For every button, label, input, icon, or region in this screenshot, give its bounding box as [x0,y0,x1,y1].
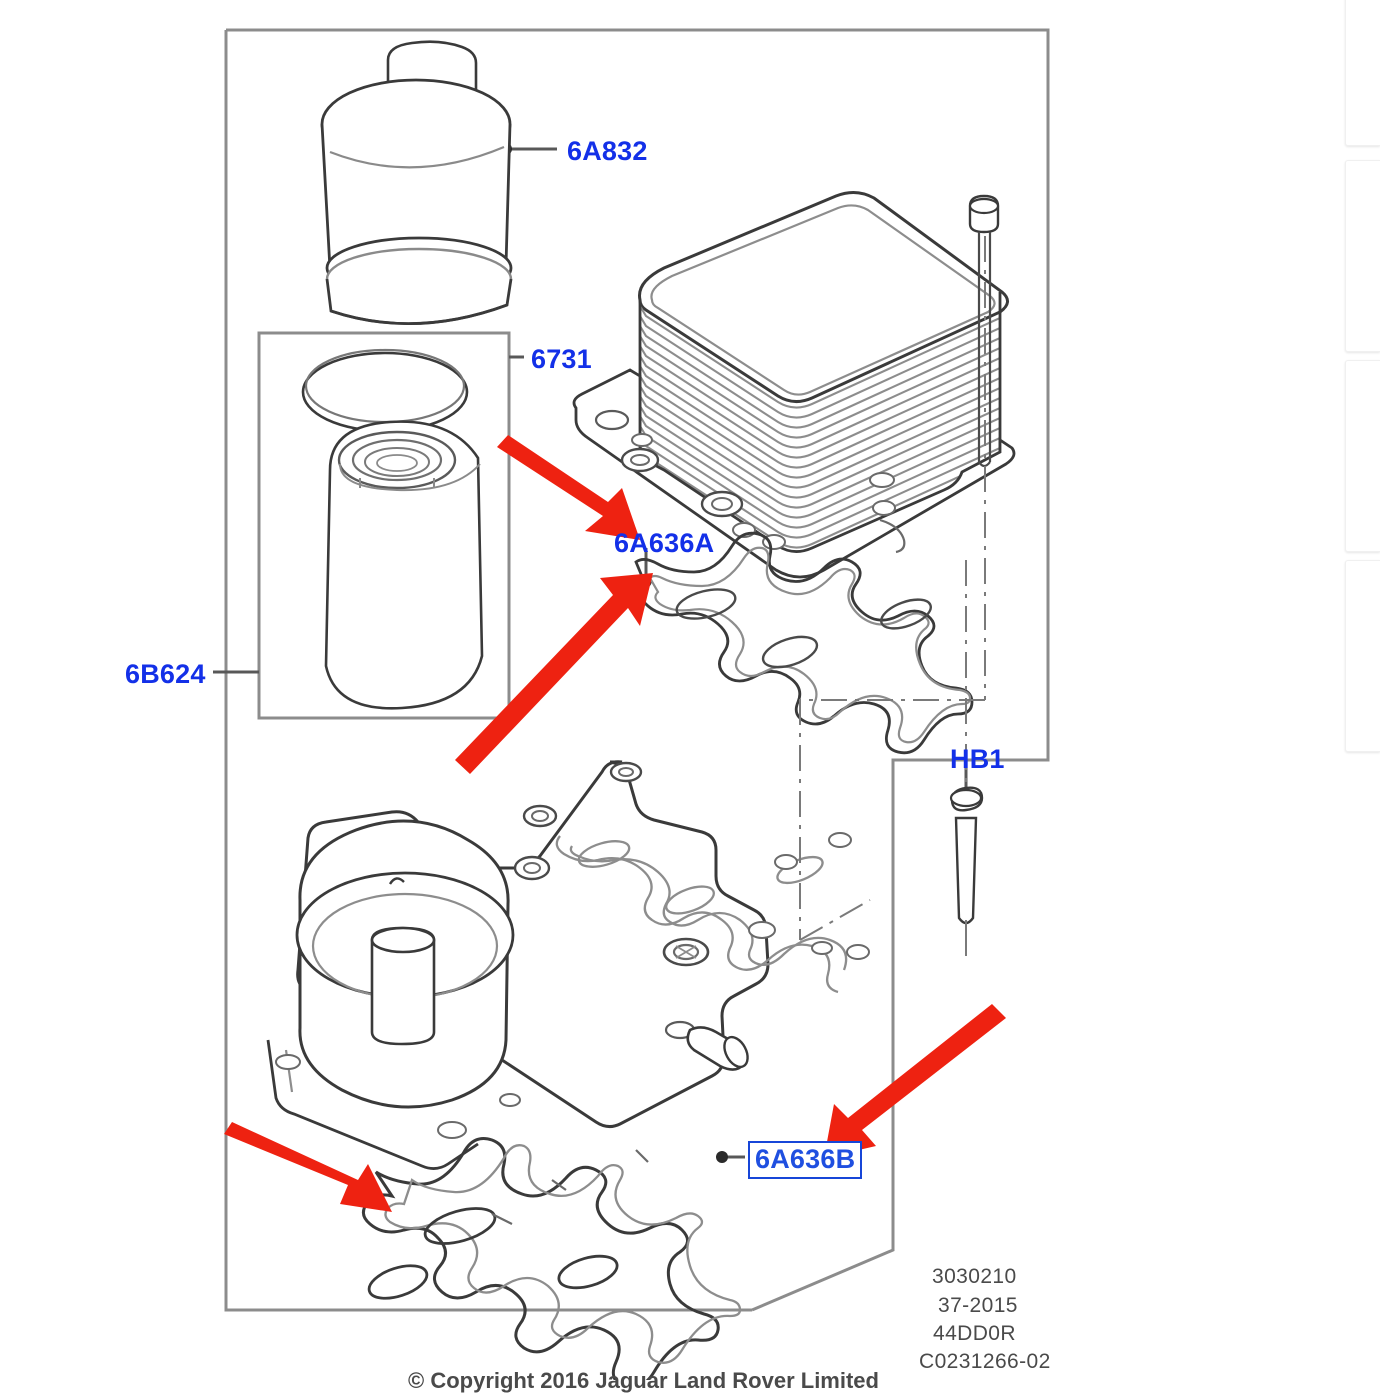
annotation-arrows [224,435,1006,1212]
oil-cooler [572,191,1016,579]
filter-element-box [257,331,511,720]
oil-cooler-gasket-upper [634,531,974,755]
diagram-frame [224,28,1050,1312]
annotation-arrow-3 [824,1004,1006,1158]
callout-6731[interactable]: 6731 [531,344,592,374]
callout-6b624[interactable]: 6B624 [125,659,206,689]
copyright-notice: © Copyright 2016 Jaguar Land Rover Limit… [408,1368,879,1393]
callout-6a636a[interactable]: 6A636A [614,528,715,558]
oil-filter-o-ring [301,348,469,433]
oil-cooler-gasket-lower [362,1137,742,1380]
oil-filter-housing [266,760,870,1170]
callout-6a832[interactable]: 6A832 [567,136,648,166]
cooler-fin-stack [639,305,1002,549]
annotation-arrow-2 [455,573,653,774]
callout-hb1[interactable]: HB1 [950,744,1005,774]
diagram-frame-lower [751,675,1050,1312]
meta-line-illustration-id: C0231266-02 [919,1350,1051,1373]
annotation-arrow-1 [497,435,640,540]
callout-6a636b-selected[interactable]: 6A636B [748,1141,863,1179]
cooler-long-bolt [968,194,1000,468]
retaining-bolt-hb1 [949,786,984,942]
oil-filter-cap [320,40,513,326]
meta-line-engine-code: 44DD0R [933,1322,1016,1345]
annotation-arrow-4 [224,1122,392,1212]
bolt-centreline [799,236,986,960]
meta-line-revision-date: 37-2015 [938,1294,1018,1317]
meta-line-drawing-number: 3030210 [932,1265,1017,1288]
oil-filter-element [324,420,484,710]
